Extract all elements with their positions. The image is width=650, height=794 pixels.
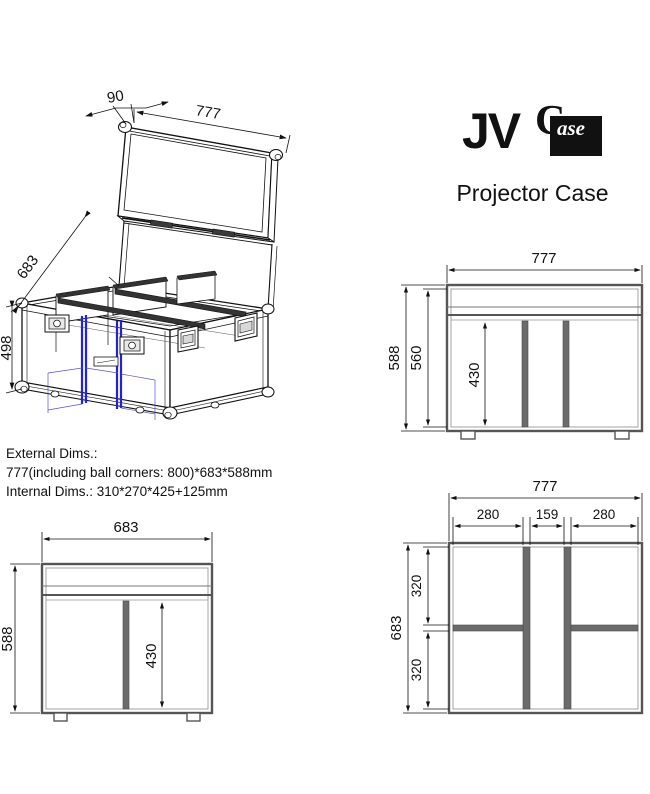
brand-logo: JV C ase	[420, 100, 640, 166]
dim-top-depth-683: 683	[388, 615, 405, 640]
dim-top-row-front-320: 320	[409, 575, 424, 598]
dim-front-comp-430: 430	[466, 362, 483, 387]
dim-iso-width-777: 777	[194, 102, 222, 123]
dim-iso-height-498: 498	[0, 335, 15, 360]
spec-external-label: External Dims.:	[6, 446, 98, 461]
dim-iso-depth-683: 683	[14, 252, 43, 282]
dimensions-spec-block: External Dims.: 777(including ball corne…	[6, 444, 346, 501]
dim-top-bay-left-280: 280	[477, 507, 500, 522]
front-divider-right	[562, 320, 570, 428]
brand-black-square	[550, 116, 602, 156]
top-plan-view: 777 280 159 280 683	[375, 475, 650, 725]
page-title: Projector Case	[456, 180, 609, 206]
dim-front-inner-560: 560	[408, 345, 425, 370]
dim-front-width-777: 777	[531, 250, 556, 267]
top-divider-vert-right	[563, 546, 572, 710]
brand-ase-text: ase	[557, 116, 585, 140]
side-elevation-view: 683 588 430	[0, 510, 275, 740]
dim-side-width-683: 683	[113, 519, 138, 536]
dim-top-row-back-320: 320	[409, 659, 424, 682]
top-divider-horiz-right	[570, 624, 639, 632]
brand-jv-text: JV	[462, 103, 521, 159]
dim-side-comp-430: 430	[143, 643, 160, 668]
dim-top-bay-center-159: 159	[536, 507, 559, 522]
isometric-view: 90 777 683 498	[0, 90, 330, 440]
dim-top-bay-right-280: 280	[593, 507, 616, 522]
side-divider-center	[122, 600, 130, 710]
dim-top-width-777: 777	[532, 478, 557, 495]
brand-c-letter: C	[535, 98, 566, 144]
top-divider-horiz-left	[452, 624, 524, 632]
dim-side-total-588: 588	[0, 626, 16, 651]
dim-front-total-588: 588	[386, 345, 403, 370]
spec-internal-value: Internal Dims.: 310*270*425+125mm	[6, 484, 228, 499]
front-elevation-view: 777 588 560 430	[375, 245, 650, 450]
dim-lid-90: 90	[106, 90, 125, 107]
top-divider-vert-left	[522, 546, 531, 710]
spec-external-value: 777(including ball corners: 800)*683*588…	[6, 465, 273, 480]
front-divider-left	[521, 320, 529, 428]
